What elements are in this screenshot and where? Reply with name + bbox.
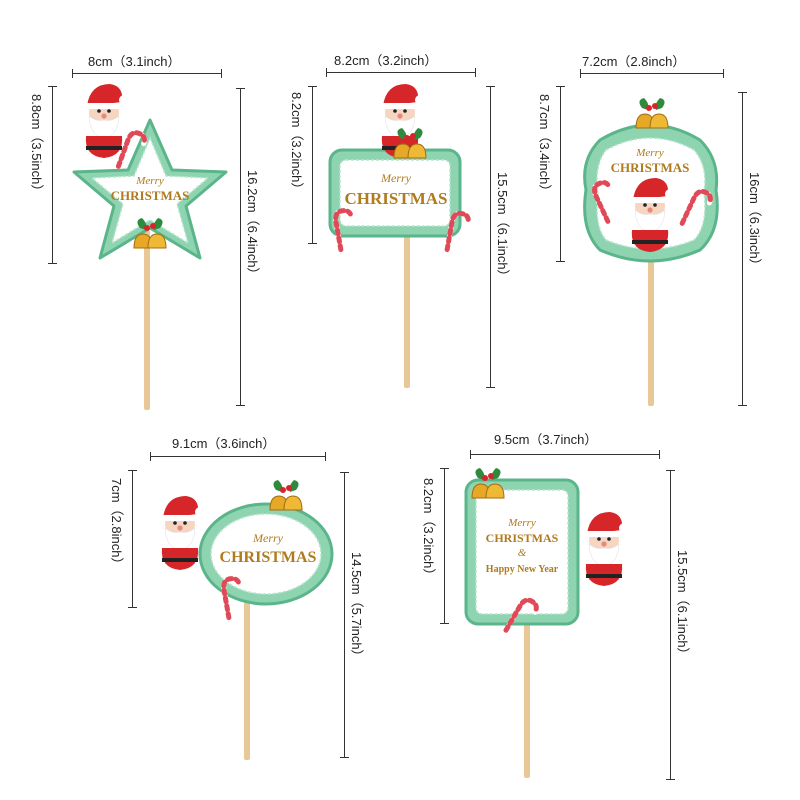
topper-3-merry: Merry bbox=[635, 147, 664, 159]
topper-1-total-line bbox=[236, 88, 245, 406]
topper-5-merry: Merry bbox=[507, 517, 536, 529]
topper-3-total-line bbox=[738, 92, 747, 406]
topper-1-total-label: 16.2cm（6.4inch） bbox=[245, 170, 260, 281]
topper-3-width-label: 7.2cm（2.8inch） bbox=[582, 54, 686, 69]
topper-1-width-line bbox=[72, 69, 222, 78]
topper-3-height-line bbox=[556, 86, 565, 262]
topper-1-christmas: CHRISTMAS bbox=[111, 188, 190, 203]
topper-5-total-line bbox=[666, 470, 675, 780]
topper-2-width-label: 8.2cm（3.2inch） bbox=[334, 53, 438, 68]
topper-4-merry: Merry bbox=[252, 531, 284, 545]
topper-4-height-label: 7cm（2.8inch） bbox=[109, 478, 124, 571]
topper-round-frame bbox=[583, 97, 719, 406]
topper-5-ampersand: & bbox=[518, 547, 527, 559]
topper-1-merry: Merry bbox=[135, 175, 164, 187]
topper-2-total-label: 15.5cm（6.1inch） bbox=[495, 172, 510, 283]
topper-3-total-label: 16cm（6.3inch） bbox=[747, 172, 762, 272]
topper-3-height-label: 8.7cm（3.4inch） bbox=[537, 94, 552, 198]
topper-sign bbox=[328, 83, 469, 388]
topper-4-christmas: CHRISTMAS bbox=[220, 549, 317, 566]
topper-2-height-label: 8.2cm（3.2inch） bbox=[289, 92, 304, 196]
topper-2-width-line bbox=[326, 68, 476, 77]
topper-2-total-line bbox=[486, 86, 495, 388]
topper-4-total-line bbox=[340, 472, 349, 758]
topper-5-width-line bbox=[470, 450, 660, 459]
topper-5-height-line bbox=[440, 468, 449, 624]
topper-4-total-label: 14.5cm（5.7inch） bbox=[349, 552, 364, 663]
topper-2-height-line bbox=[308, 86, 317, 244]
topper-3-width-line bbox=[580, 69, 724, 78]
topper-5-width-label: 9.5cm（3.7inch） bbox=[494, 432, 598, 447]
topper-star bbox=[72, 83, 228, 410]
topper-5-total-label: 15.5cm（6.1inch） bbox=[675, 550, 690, 661]
topper-4-width-line bbox=[150, 452, 326, 461]
topper-oval bbox=[160, 479, 334, 760]
topper-5-happy-new-year: Happy New Year bbox=[486, 564, 559, 575]
topper-5-height-label: 8.2cm（3.2inch） bbox=[421, 478, 436, 582]
topper-1-height-line bbox=[48, 86, 57, 264]
topper-3-christmas: CHRISTMAS bbox=[611, 160, 690, 175]
topper-2-merry: Merry bbox=[380, 171, 412, 185]
topper-4-width-label: 9.1cm（3.6inch） bbox=[172, 436, 276, 451]
topper-4-height-line bbox=[128, 470, 137, 608]
topper-1-width-label: 8cm（3.1inch） bbox=[88, 54, 181, 69]
topper-1-height-label: 8.8cm（3.5inch） bbox=[29, 94, 44, 198]
topper-2-christmas: CHRISTMAS bbox=[345, 189, 448, 208]
topper-rectangle bbox=[464, 467, 630, 778]
topper-5-christmas: CHRISTMAS bbox=[486, 531, 559, 545]
